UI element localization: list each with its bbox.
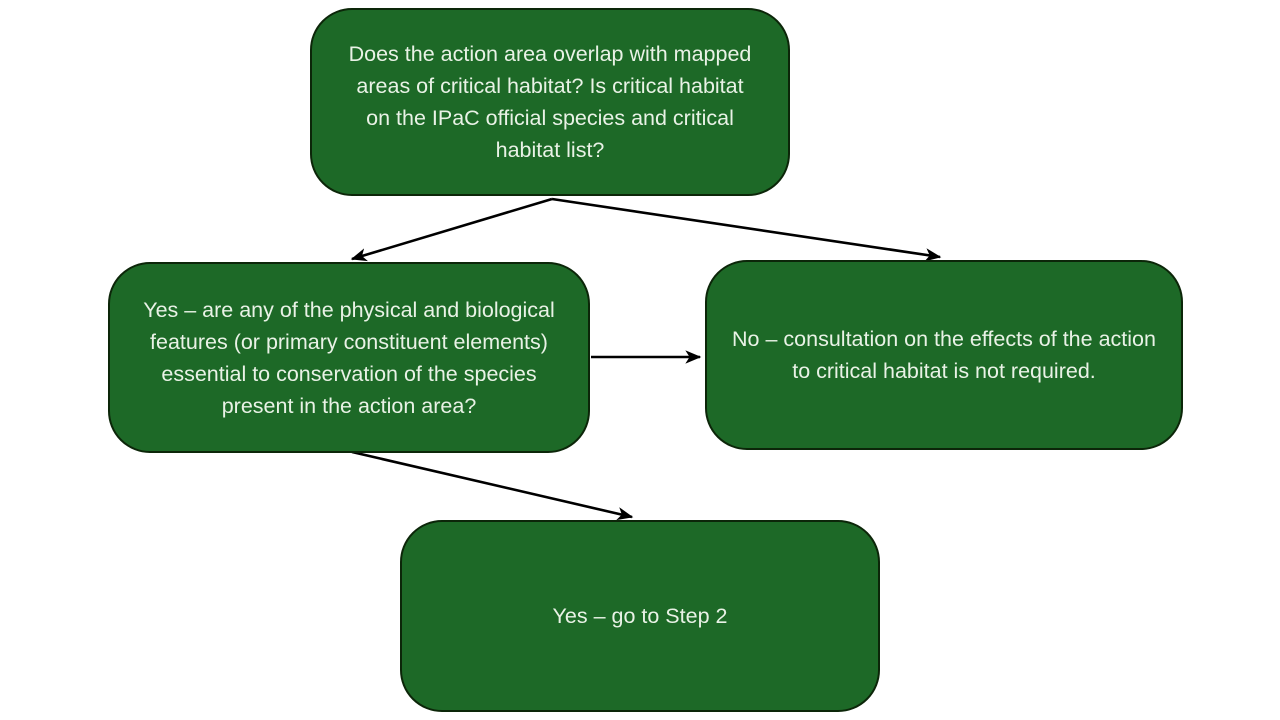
arrow-question-to-no — [551, 197, 942, 262]
node-yes-features: Yes – are any of the physical and biolog… — [108, 262, 590, 453]
arrow-yes-to-step2 — [351, 450, 634, 521]
arrow-question-to-yes — [350, 197, 553, 262]
node-no-consultation-label: No – consultation on the effects of the … — [732, 327, 1156, 383]
node-question-overlap: Does the action area overlap with mapped… — [310, 8, 790, 196]
node-yes-features-label: Yes – are any of the physical and biolog… — [143, 297, 555, 418]
node-yes-step2: Yes – go to Step 2 — [400, 520, 880, 712]
node-yes-step2-label: Yes – go to Step 2 — [552, 604, 728, 628]
node-question-overlap-label: Does the action area overlap with mapped… — [348, 42, 752, 162]
node-no-consultation: No – consultation on the effects of the … — [705, 260, 1183, 450]
